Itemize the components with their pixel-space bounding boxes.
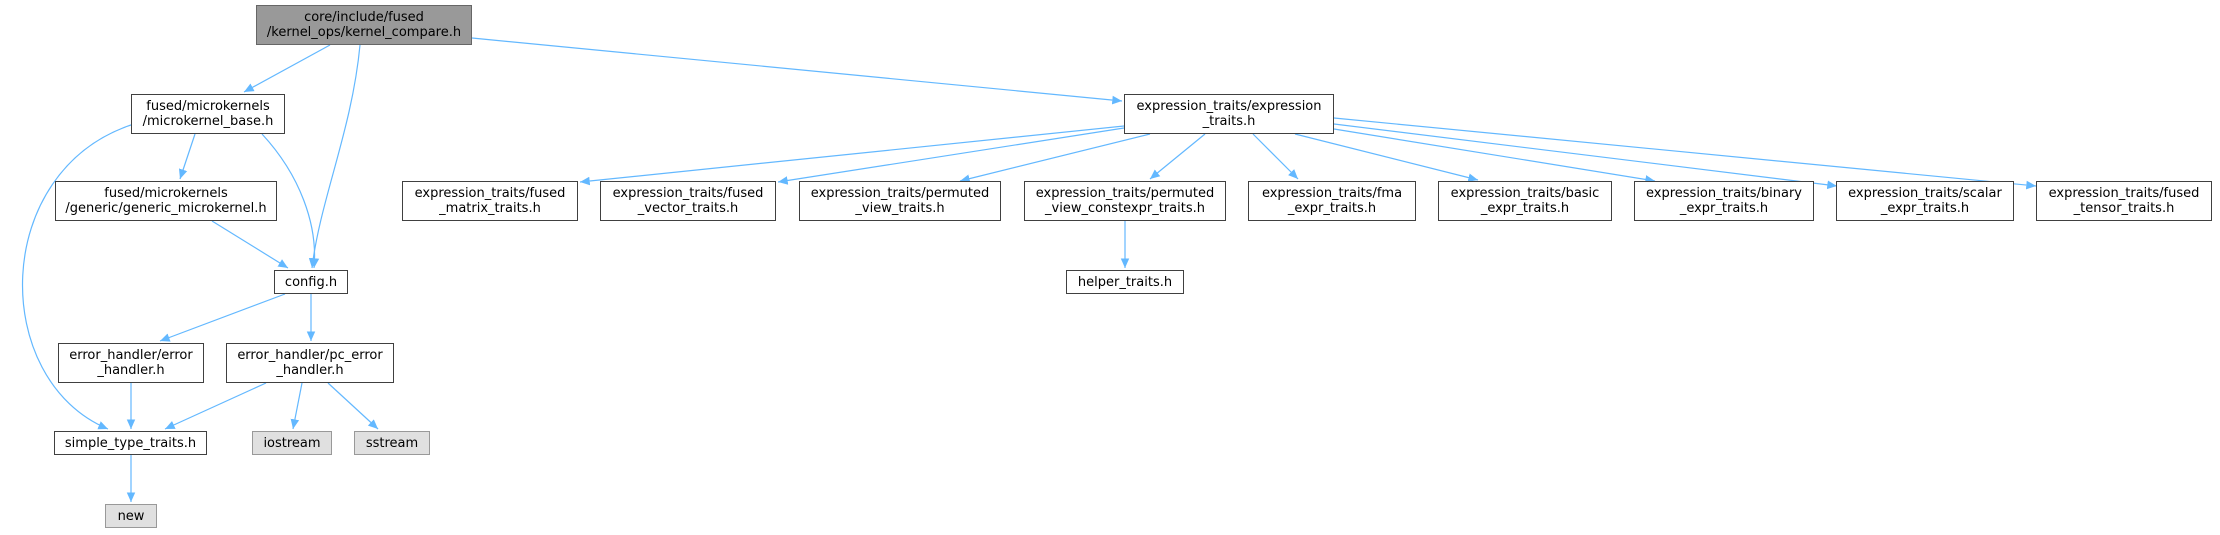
- node-basic-expr-traits[interactable]: expression_traits/basic _expr_traits.h: [1438, 181, 1612, 221]
- node-error-handler[interactable]: error_handler/error _handler.h: [58, 343, 204, 383]
- node-permuted-view-constexpr-traits[interactable]: expression_traits/permuted _view_constex…: [1024, 181, 1226, 221]
- node-generic-microkernel-line-1: fused/microkernels: [104, 186, 228, 201]
- edge-mk-base-to-config: [261, 133, 320, 269]
- edge-expr-to-binary: [1333, 128, 1656, 184]
- edge-expr-to-permuted-view: [959, 133, 1151, 183]
- node-pc-error-handler-line-2: _handler.h: [276, 363, 344, 378]
- node-expression-traits-line-2: _traits.h: [1202, 114, 1256, 129]
- node-fused-tensor-traits[interactable]: expression_traits/fused _tensor_traits.h: [2036, 181, 2212, 221]
- node-helper-traits-line-1: helper_traits.h: [1077, 274, 1173, 290]
- edge-expr-to-fma: [1252, 133, 1299, 180]
- edge-expr-to-fused-tensor: [1333, 117, 2037, 190]
- node-permuted-view-constexpr-traits-line-1: expression_traits/permuted: [1035, 186, 1215, 201]
- edge-config-to-err: [159, 293, 286, 342]
- node-pc-error-handler-line-1: error_handler/pc_error: [237, 348, 383, 363]
- node-fma-expr-traits[interactable]: expression_traits/fma _expr_traits.h: [1248, 181, 1416, 221]
- node-basic-expr-traits-line-2: _expr_traits.h: [1480, 201, 1570, 216]
- node-iostream-line-1: iostream: [263, 435, 321, 451]
- edge-root-to-config: [308, 44, 361, 269]
- edge-mk-generic-to-config: [211, 220, 289, 269]
- node-binary-expr-traits[interactable]: expression_traits/binary _expr_traits.h: [1634, 181, 1814, 221]
- node-config[interactable]: config.h: [274, 270, 348, 294]
- node-kernel-compare-line-2: /kernel_ops/kernel_compare.h: [266, 25, 462, 40]
- node-microkernel-base[interactable]: fused/microkernels /microkernel_base.h: [131, 94, 285, 134]
- edge-expr-to-permuted-ce: [1149, 133, 1206, 180]
- node-fused-matrix-traits-line-2: _matrix_traits.h: [439, 201, 541, 216]
- node-simple-type-traits[interactable]: simple_type_traits.h: [54, 431, 207, 455]
- node-fused-vector-traits-line-2: _vector_traits.h: [637, 201, 739, 216]
- node-scalar-expr-traits-line-1: expression_traits/scalar: [1848, 186, 2002, 201]
- node-expression-traits-line-1: expression_traits/expression: [1136, 99, 1322, 114]
- node-new: new: [105, 504, 157, 528]
- node-helper-traits[interactable]: helper_traits.h: [1066, 270, 1184, 294]
- node-binary-expr-traits-line-2: _expr_traits.h: [1679, 201, 1769, 216]
- edge-expr-to-basic: [1294, 133, 1479, 182]
- node-expression-traits[interactable]: expression_traits/expression _traits.h: [1124, 94, 1334, 134]
- node-new-line-1: new: [117, 508, 145, 524]
- edge-root-to-expr: [471, 37, 1123, 105]
- node-error-handler-line-1: error_handler/error: [69, 348, 193, 363]
- node-scalar-expr-traits-line-2: _expr_traits.h: [1880, 201, 1970, 216]
- node-generic-microkernel-line-2: /generic/generic_microkernel.h: [65, 201, 267, 216]
- node-kernel-compare: core/include/fused /kernel_ops/kernel_co…: [256, 5, 472, 45]
- edge-mk-base-to-mk-generic: [178, 133, 196, 180]
- node-binary-expr-traits-line-1: expression_traits/binary: [1646, 186, 1802, 201]
- edge-root-to-mk-base: [243, 44, 331, 93]
- edge-mk-base-to-simple: [21, 123, 135, 430]
- edge-pc-err-to-simple: [164, 382, 267, 430]
- node-pc-error-handler[interactable]: error_handler/pc_error _handler.h: [226, 343, 394, 383]
- node-sstream-line-1: sstream: [365, 435, 419, 451]
- node-sstream: sstream: [354, 431, 430, 455]
- node-fused-tensor-traits-line-2: _tensor_traits.h: [2073, 201, 2175, 216]
- node-fused-matrix-traits[interactable]: expression_traits/fused _matrix_traits.h: [402, 181, 578, 221]
- edge-expr-to-fused-matrix: [579, 125, 1125, 186]
- node-error-handler-line-2: _handler.h: [97, 363, 165, 378]
- node-fused-matrix-traits-line-1: expression_traits/fused: [414, 186, 566, 201]
- node-kernel-compare-line-1: core/include/fused: [304, 10, 424, 25]
- node-permuted-view-traits-line-1: expression_traits/permuted: [810, 186, 990, 201]
- node-fma-expr-traits-line-1: expression_traits/fma: [1261, 186, 1403, 201]
- node-permuted-view-constexpr-traits-line-2: _view_constexpr_traits.h: [1045, 201, 1205, 216]
- node-basic-expr-traits-line-1: expression_traits/basic: [1450, 186, 1600, 201]
- edge-pc-err-to-iostream: [290, 382, 303, 430]
- node-microkernel-base-line-1: fused/microkernels: [146, 99, 270, 114]
- edge-expr-to-scalar: [1333, 123, 1838, 190]
- node-simple-type-traits-line-1: simple_type_traits.h: [64, 435, 197, 451]
- node-scalar-expr-traits[interactable]: expression_traits/scalar _expr_traits.h: [1836, 181, 2014, 221]
- node-generic-microkernel[interactable]: fused/microkernels /generic/generic_micr…: [55, 181, 277, 221]
- node-fma-expr-traits-line-2: _expr_traits.h: [1287, 201, 1377, 216]
- node-permuted-view-traits-line-2: _view_traits.h: [855, 201, 945, 216]
- node-fused-vector-traits-line-1: expression_traits/fused: [612, 186, 764, 201]
- edge-pc-err-to-sstream: [327, 382, 379, 430]
- node-iostream: iostream: [252, 431, 332, 455]
- node-microkernel-base-line-2: /microkernel_base.h: [142, 114, 274, 129]
- edge-expr-to-fused-vector: [777, 127, 1125, 185]
- node-fused-tensor-traits-line-1: expression_traits/fused: [2048, 186, 2200, 201]
- node-permuted-view-traits[interactable]: expression_traits/permuted _view_traits.…: [799, 181, 1001, 221]
- node-config-line-1: config.h: [284, 274, 338, 290]
- node-fused-vector-traits[interactable]: expression_traits/fused _vector_traits.h: [600, 181, 776, 221]
